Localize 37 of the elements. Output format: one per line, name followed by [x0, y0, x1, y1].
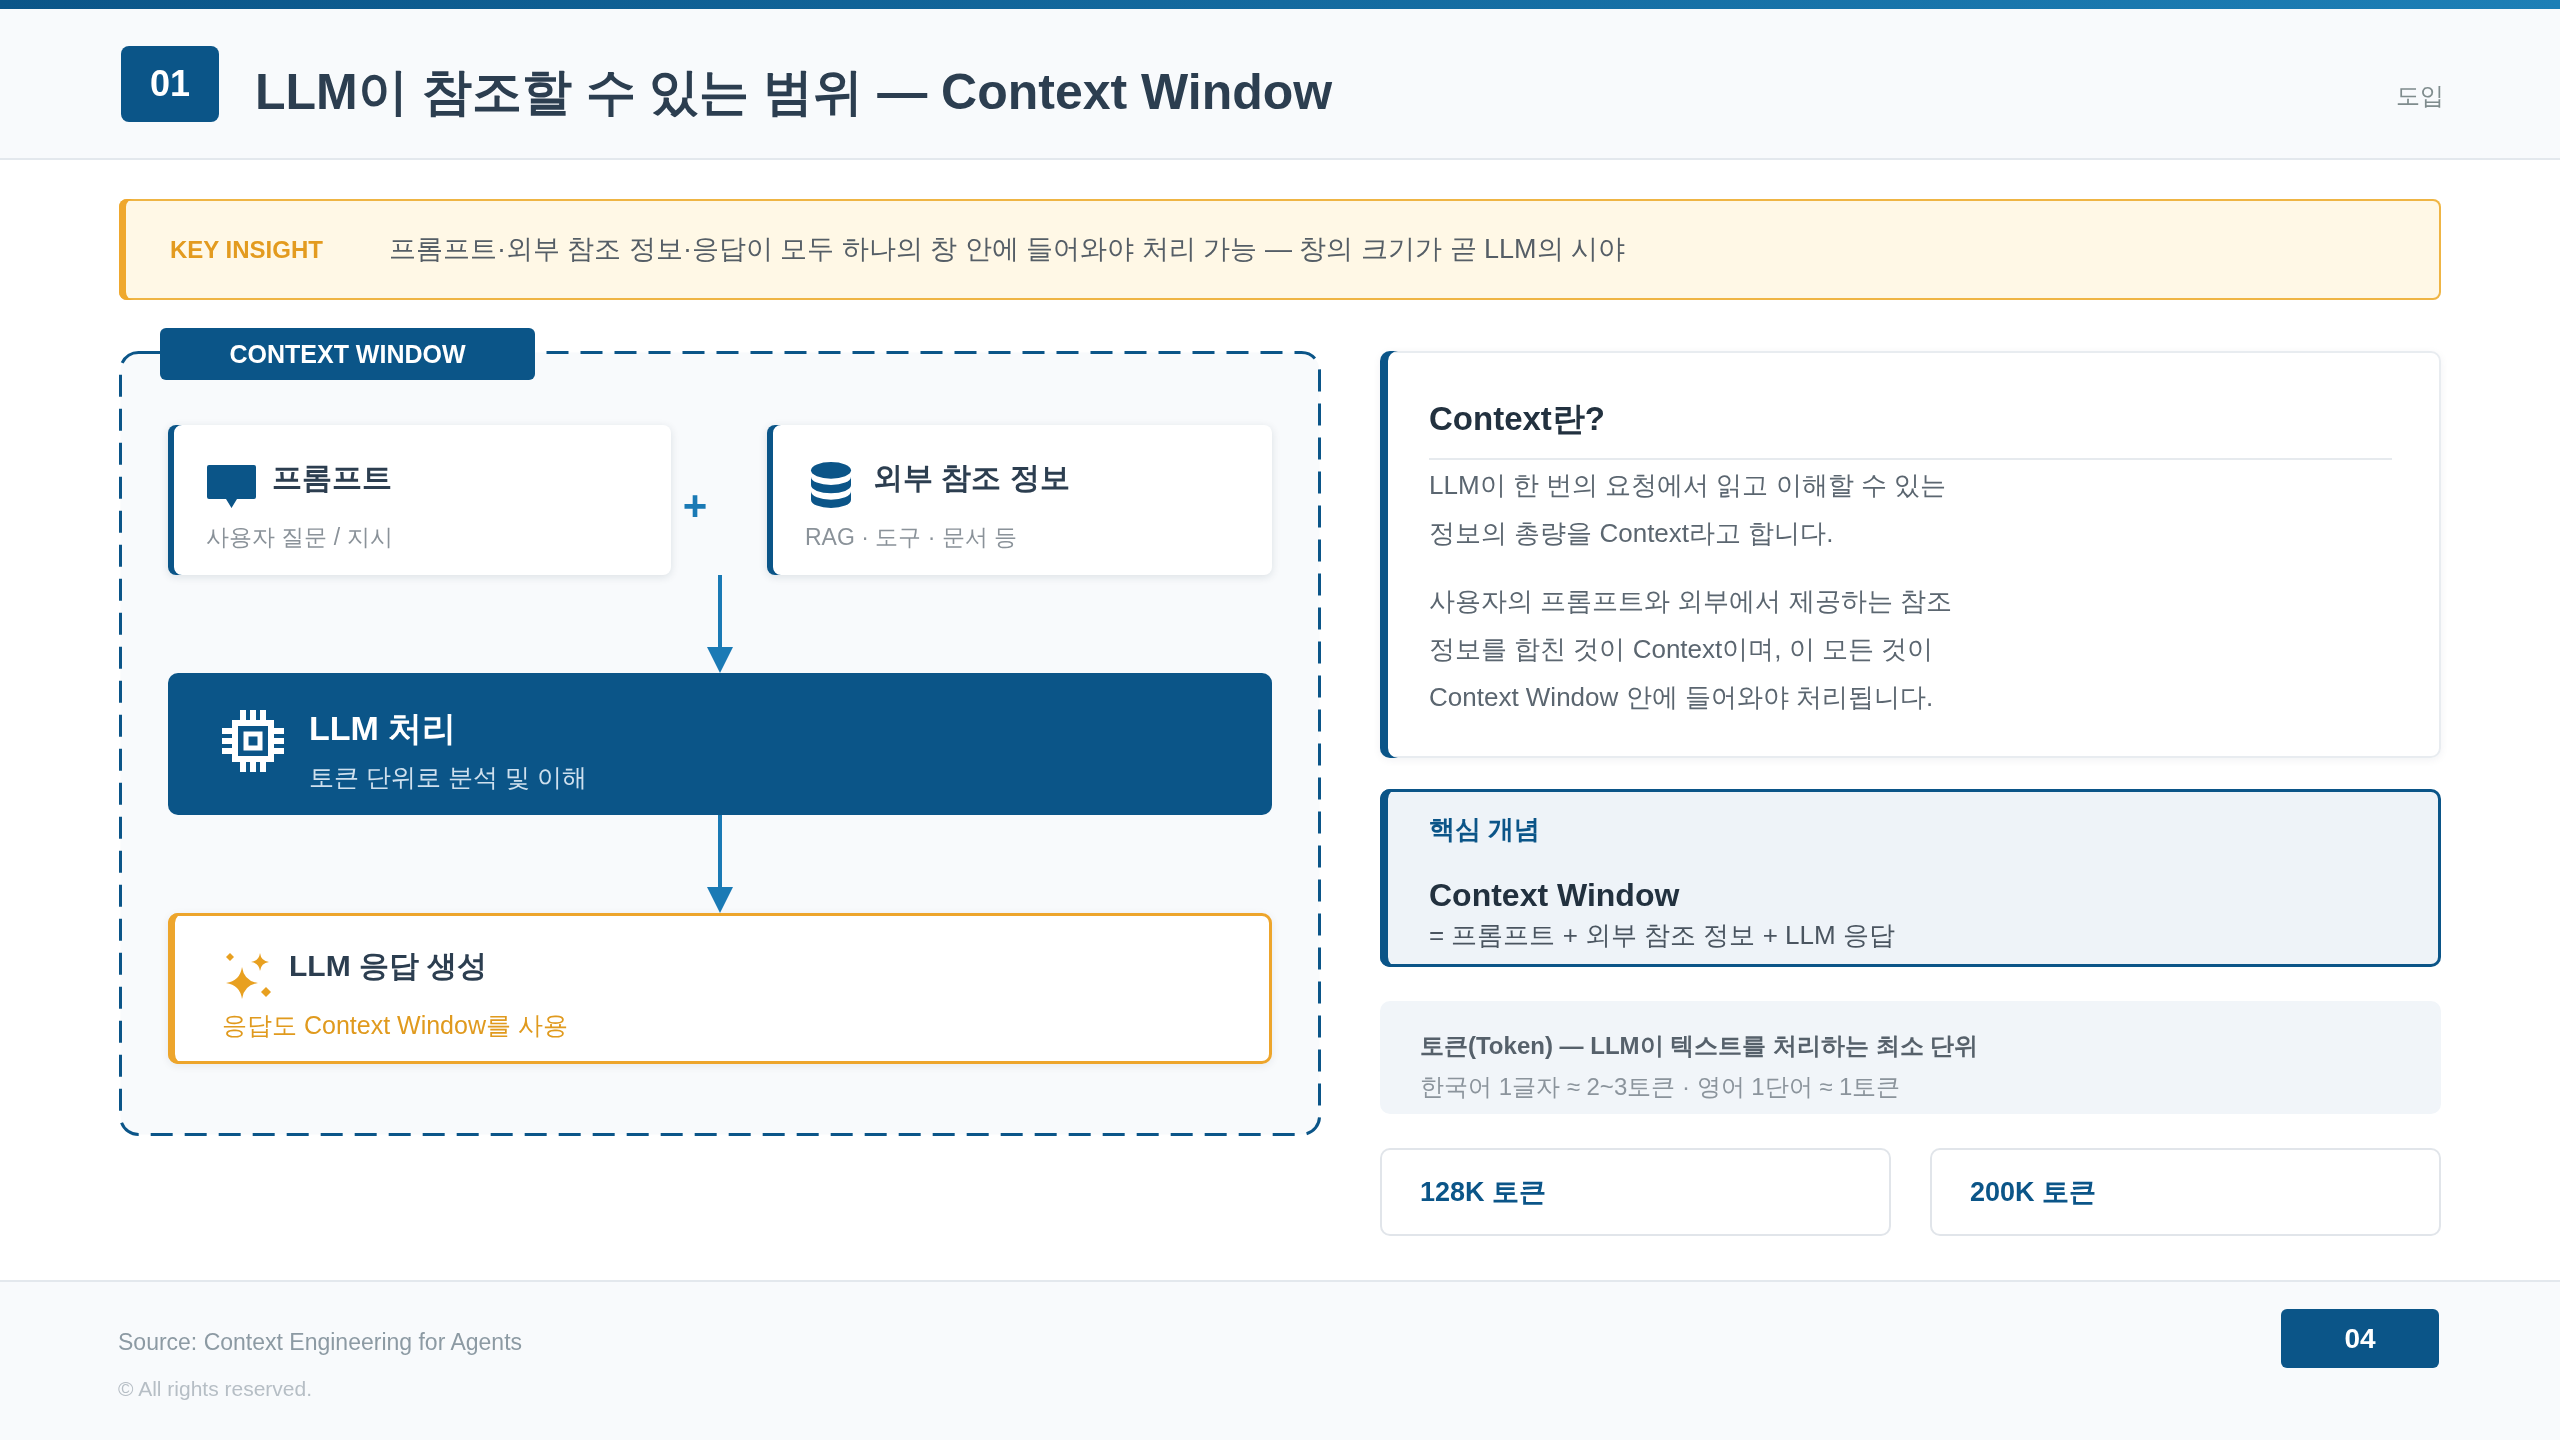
plus-sign: + — [681, 481, 709, 531]
input-card — [168, 425, 671, 575]
copyright-note: © All rights reserved. — [118, 1376, 313, 1402]
card-title: 외부 참조 정보 — [873, 460, 1070, 496]
token-limit-box: 128K 토큰 — [1380, 1148, 1891, 1236]
page-number-badge: 04 — [2281, 1309, 2439, 1368]
input-card — [767, 425, 1272, 575]
card-title: LLM 처리 — [309, 708, 457, 749]
card-title: 프롬프트 — [272, 460, 392, 496]
section-tab: CONTEXT WINDOW — [160, 328, 535, 380]
number-badge: 01 — [121, 46, 219, 122]
formula-text: = 프롬프트 + 외부 참조 정보 + LLM 응답 — [1429, 919, 1895, 952]
note-title: 토큰(Token) — LLM이 텍스트를 처리하는 최소 단위 — [1420, 1031, 1979, 1061]
note-text: 한국어 1글자 ≈ 2~3토큰 · 영어 1단어 ≈ 1토큰 — [1420, 1072, 1901, 1102]
card-title: LLM 응답 생성 — [289, 948, 488, 984]
card-heading: Context란? — [1429, 399, 1605, 439]
process-box — [168, 673, 1272, 815]
insight-banner — [119, 199, 2441, 300]
arrow — [707, 575, 733, 673]
source-note: Source: Context Engineering for Agents — [118, 1328, 523, 1357]
paragraph: 사용자의 프롬프트와 외부에서 제공하는 참조 정보를 합친 것이 Context이며, 이 모든 것이 Context Window 안에 들어와야 처리됩니다. — [1429, 585, 1953, 714]
paragraph: LLM이 한 번의 요청에서 읽고 이해할 수 있는 정보의 총량을 Context라고 합니다. — [1429, 469, 1948, 550]
card-subtitle: RAG · 도구 · 문서 등 — [805, 523, 1018, 552]
concept-title: Context Window — [1429, 876, 1680, 915]
card-subtitle: 토큰 단위로 분석 및 이해 — [309, 762, 587, 793]
card-subtitle: 응답도 Context Window를 사용 — [222, 1010, 568, 1041]
insight-text: 프롬프트·외부 참조 정보·응답이 모두 하나의 창 안에 들어와야 처리 가능 — 창의 크기가 곧 LLM의 시야 — [389, 233, 1626, 266]
output-card — [168, 913, 1272, 1064]
token-limit-box: 200K 토큰 — [1930, 1148, 2441, 1236]
arrow — [707, 815, 733, 913]
insight-tag: KEY INSIGHT — [170, 234, 323, 265]
info-card — [1380, 351, 2441, 758]
section-label: 도입 — [2396, 81, 2444, 111]
page-title: LLM이 참조할 수 있는 범위 — Context Window — [255, 63, 1333, 122]
concept-label: 핵심 개념 — [1429, 813, 1541, 846]
concept-card — [1380, 789, 2441, 967]
card-subtitle: 사용자 질문 / 지시 — [206, 523, 393, 552]
